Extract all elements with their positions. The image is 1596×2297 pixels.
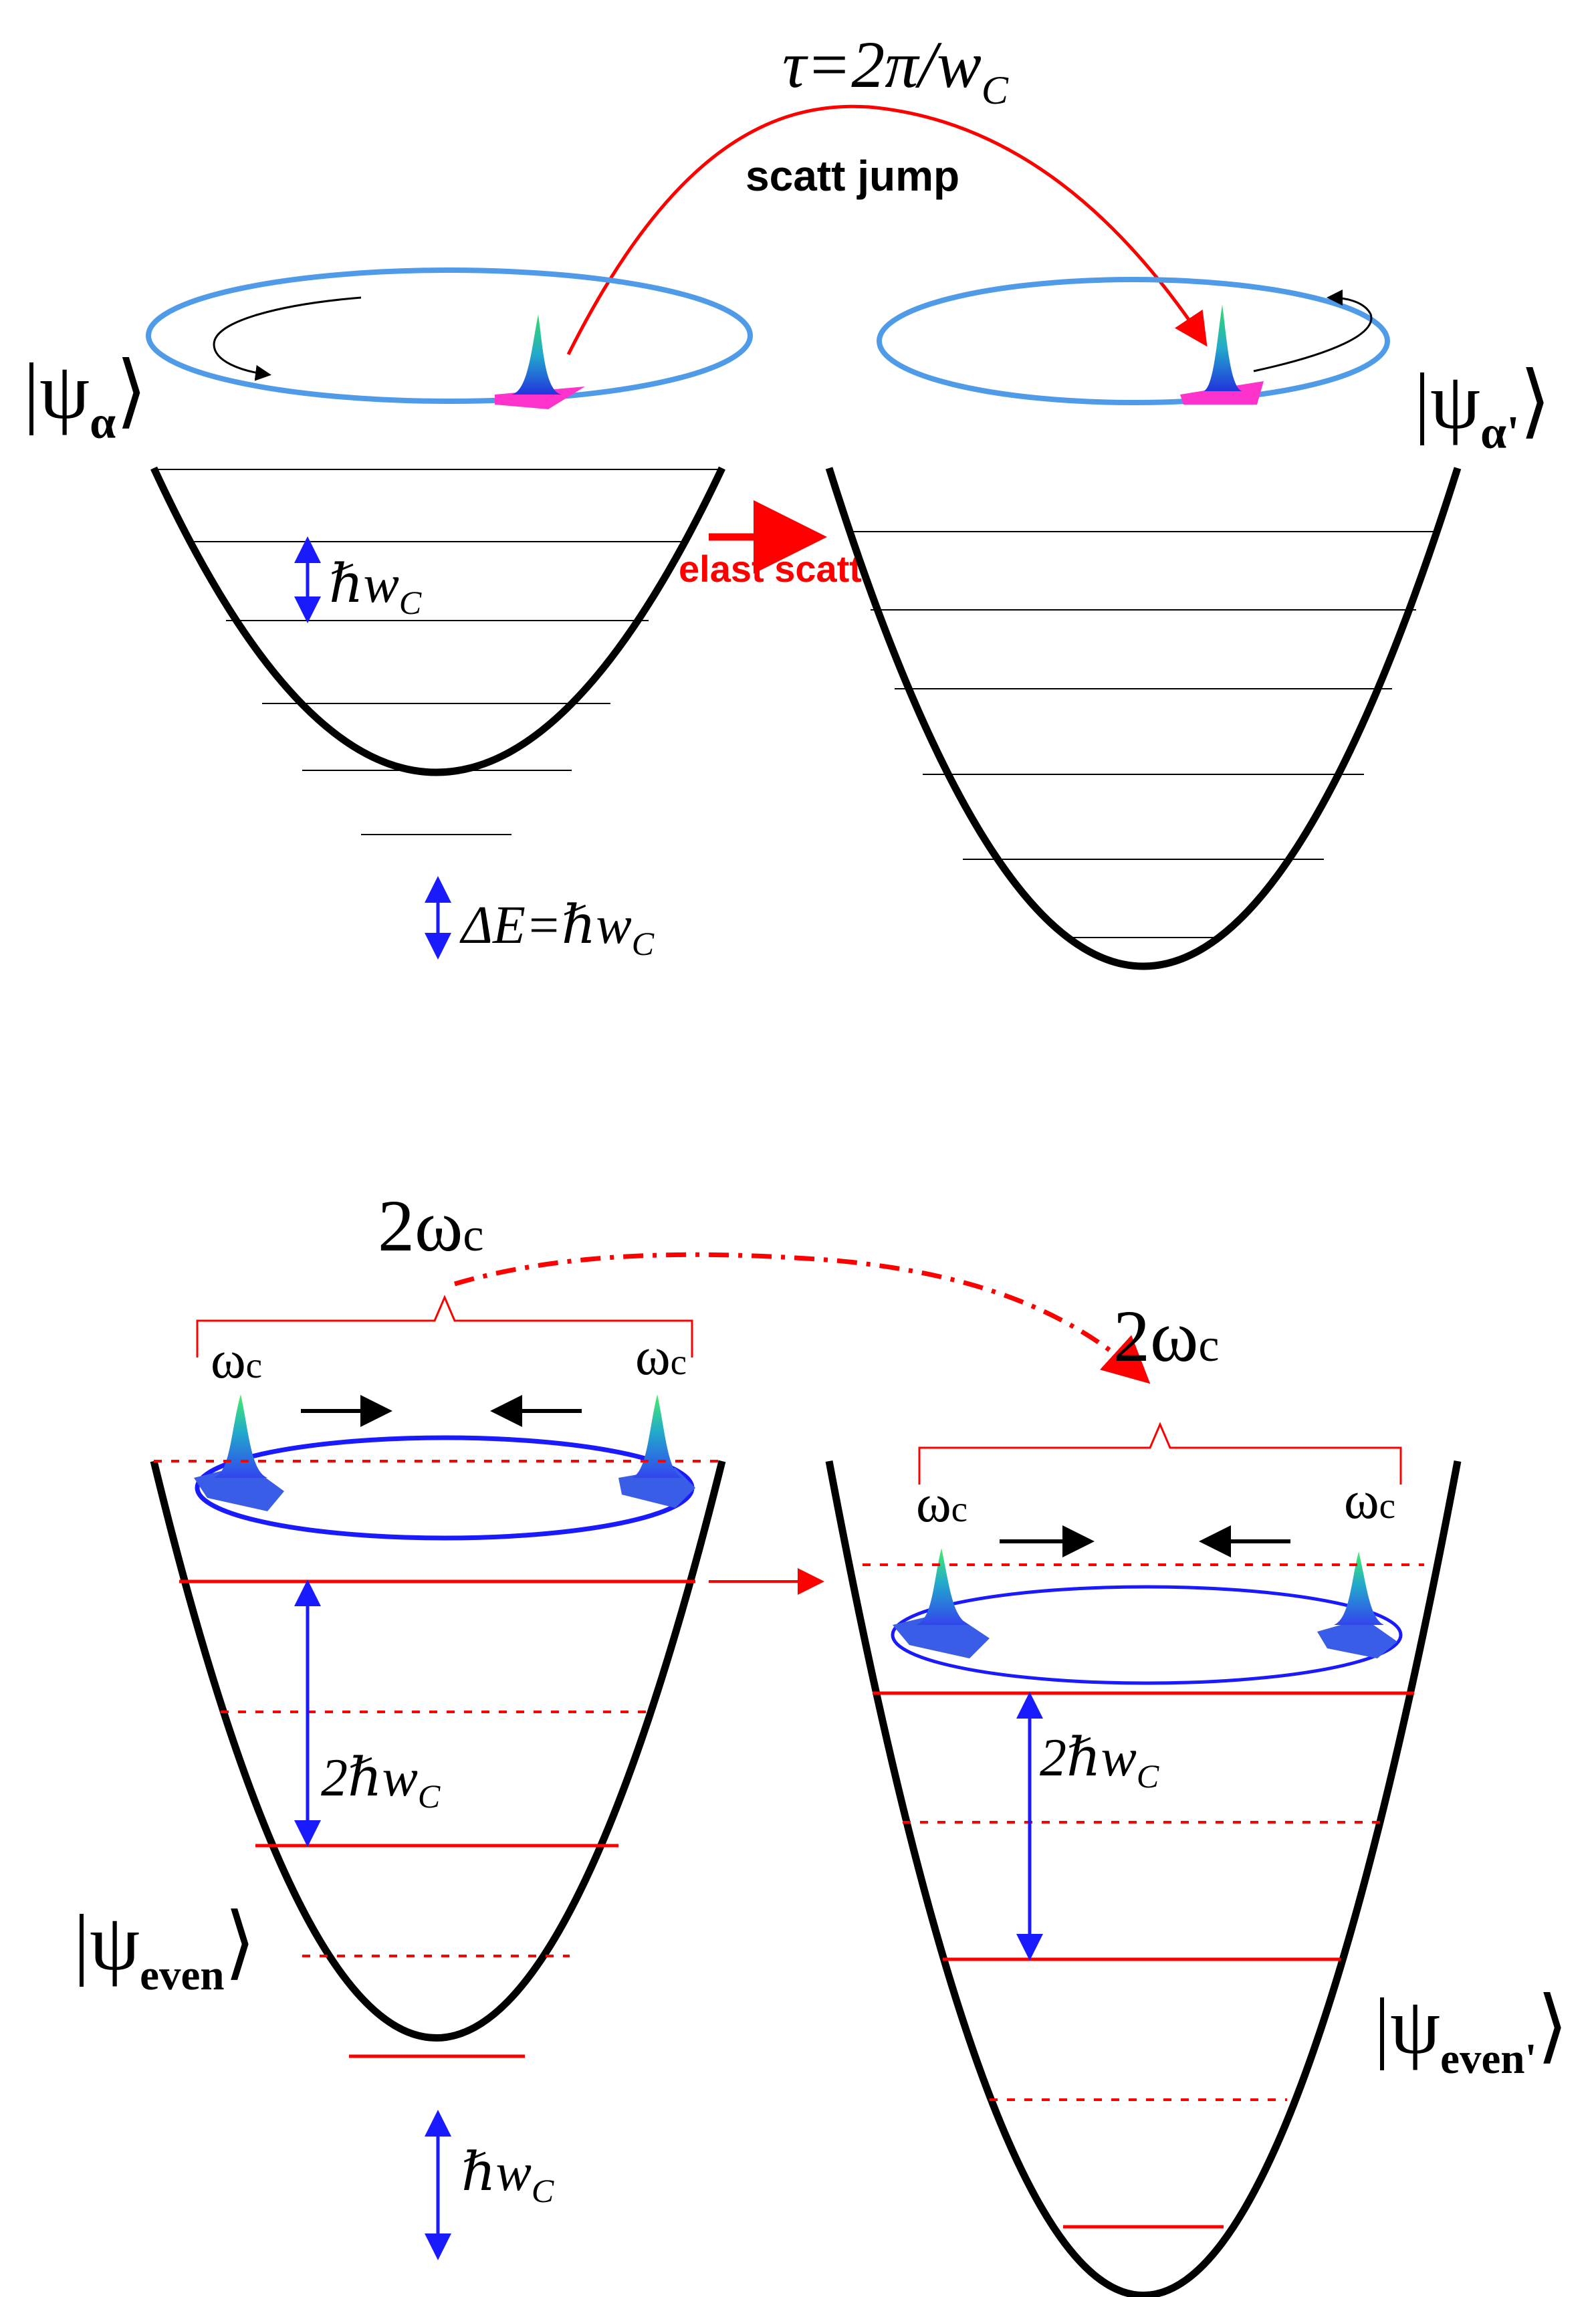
- two-omega-left-label: 2ωc: [378, 1185, 483, 1267]
- level-spacing-label: ℏwC: [329, 555, 422, 621]
- omega-c-label-4: ωc: [1344, 1471, 1395, 1530]
- right-rotation-arrow: [1253, 290, 1373, 372]
- omega-c-label-2: ωc: [635, 1327, 687, 1386]
- omega-c-label-1: ωc: [211, 1331, 262, 1390]
- right-even-parabola: [825, 1460, 1462, 2297]
- right-levels: [849, 531, 1438, 938]
- elast-scatt-label: elast scatt: [679, 548, 862, 590]
- left-wavepacket-icon: [495, 314, 585, 409]
- left-rotation-arrow: [213, 296, 362, 381]
- right-even-wavepacket-1-icon: [893, 1548, 990, 1658]
- scatt-jump-arrow: [566, 104, 1208, 356]
- bottom-panel: 2ωc 2ωc ωc ωc: [74, 1185, 1568, 2297]
- right-even-orbit: [891, 1585, 1403, 1685]
- two-omega-right-label: 2ωc: [1113, 1295, 1219, 1377]
- left-levels: [154, 469, 722, 835]
- delta-e-label: ΔE=ℏwC: [459, 896, 655, 962]
- right-even-levels: [863, 1563, 1424, 2229]
- right-parabola: [825, 467, 1462, 970]
- top-panel: τ=2π/wC scatt jump |ψα⟩ |ψα'⟩: [23, 27, 1551, 970]
- two-hbar-left-label: 2ℏwC: [321, 1749, 441, 1815]
- two-hbar-right-label: 2ℏwC: [1040, 1729, 1159, 1795]
- right-wavepacket-icon: [1180, 304, 1264, 405]
- left-parabola: [150, 466, 725, 776]
- left-even-wavepacket-1-icon: [194, 1394, 284, 1511]
- psi-alpha-prime-ket: |ψα'⟩: [1414, 356, 1551, 459]
- right-even-wavepacket-2-icon: [1317, 1551, 1397, 1658]
- omega-c-label-3: ωc: [916, 1474, 967, 1533]
- psi-alpha-ket: |ψα⟩: [23, 346, 147, 449]
- scatt-jump-label: scatt jump: [746, 152, 959, 200]
- psi-even-prime-ket: |ψeven'⟩: [1374, 1981, 1568, 2083]
- right-brace: [918, 1422, 1402, 1485]
- left-even-parabola: [150, 1460, 726, 2042]
- hbar-bottom-label: ℏwC: [461, 2143, 554, 2209]
- right-orbit: [877, 277, 1390, 405]
- period-label: τ=2π/wC: [782, 27, 1009, 112]
- left-even-wavepacket-2-icon: [618, 1394, 695, 1508]
- left-orbit: [146, 267, 753, 404]
- psi-even-ket: |ψeven⟩: [74, 1898, 255, 1999]
- two-omega-transfer-arrow: [454, 1252, 1151, 1384]
- left-brace: [196, 1295, 693, 1357]
